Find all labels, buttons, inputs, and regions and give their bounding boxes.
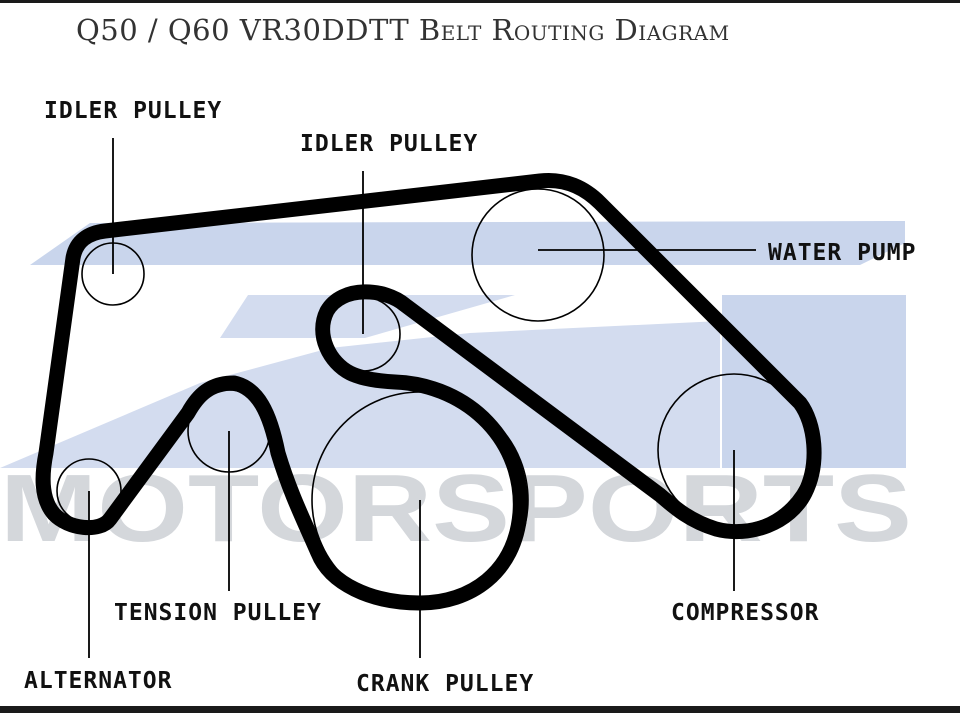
label-water-pump: WATER PUMP: [768, 240, 916, 266]
watermark-wedge: [0, 321, 720, 468]
label-compressor: COMPRESSOR: [671, 600, 819, 626]
label-alternator: ALTERNATOR: [24, 668, 172, 694]
label-tension-pulley: TENSION PULLEY: [114, 600, 322, 626]
serpentine-belt: [35, 172, 822, 611]
watermark-top-bar: [30, 221, 905, 265]
label-idler-pulley-left: IDLER PULLEY: [44, 98, 222, 124]
label-idler-pulley-center: IDLER PULLEY: [300, 131, 478, 157]
belt-routing-diagram: MOTORSPORTS IDLER PULLEY IDLER: [0, 98, 916, 697]
watermark-slant-bar: [220, 295, 515, 338]
labels: IDLER PULLEY IDLER PULLEY WATER PUMP TEN…: [24, 98, 916, 697]
diagram-title: Q50 / Q60 VR30DDTT Belt Routing Diagram: [76, 13, 730, 47]
label-crank-pulley: CRANK PULLEY: [356, 671, 534, 697]
water-pump-pulley: [471, 188, 605, 322]
leader-lines: [88, 138, 756, 658]
